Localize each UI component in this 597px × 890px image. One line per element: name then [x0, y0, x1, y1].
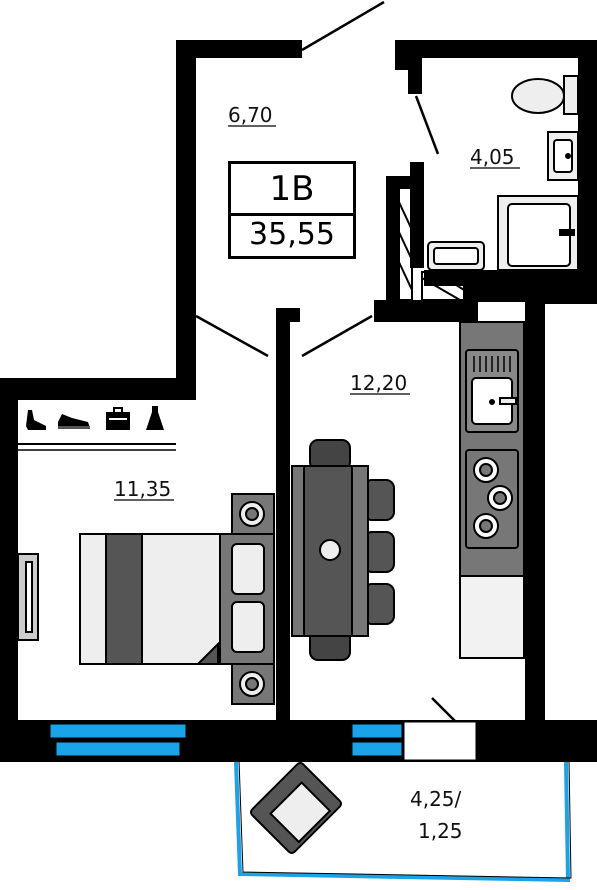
- bedroom-door: [195, 314, 269, 358]
- stove: [465, 449, 519, 549]
- sink: [547, 131, 579, 181]
- dining-table: [291, 439, 395, 661]
- toilet: [511, 75, 579, 115]
- apartment-label: 1В 35,55: [228, 161, 356, 259]
- suitcase-icon: [106, 407, 130, 430]
- double-bed: [79, 493, 275, 705]
- bathroom-area: 4,05: [470, 145, 515, 169]
- dress-icon: [146, 406, 164, 430]
- area-labels: 6,70 4,05 12,20 11,35 4,25/ 1,25: [114, 103, 520, 843]
- kitchen-counter: [459, 321, 525, 659]
- washing-machine: [427, 241, 485, 271]
- balcony-area-total: 4,25/: [410, 787, 462, 811]
- kitchen-area: 12,20: [350, 371, 407, 395]
- hallway-area: 6,70: [228, 103, 273, 127]
- windows: [49, 721, 477, 761]
- apartment-code: 1В: [231, 164, 353, 216]
- kitchen-sink: [465, 349, 519, 433]
- refrigerator: [459, 575, 525, 659]
- walls: [0, 40, 597, 762]
- balcony: [234, 759, 572, 883]
- shower: [497, 195, 579, 271]
- bathroom-bottom-wall: [424, 270, 578, 286]
- wall-panel: [17, 553, 39, 641]
- bathroom-fixtures: [427, 75, 579, 271]
- sneaker-icon: [58, 414, 90, 429]
- apartment-total-area: 35,55: [249, 217, 335, 252]
- heel-shoe-icon: [26, 410, 46, 430]
- kitchen-door: [301, 314, 373, 358]
- bathroom-door: [414, 95, 440, 155]
- balcony-area-reduced: 1,25: [418, 819, 463, 843]
- wardrobe-shelf: [18, 400, 176, 451]
- armchair: [249, 761, 343, 855]
- bedroom-area: 11,35: [114, 477, 171, 501]
- entrance-door: [301, 0, 385, 52]
